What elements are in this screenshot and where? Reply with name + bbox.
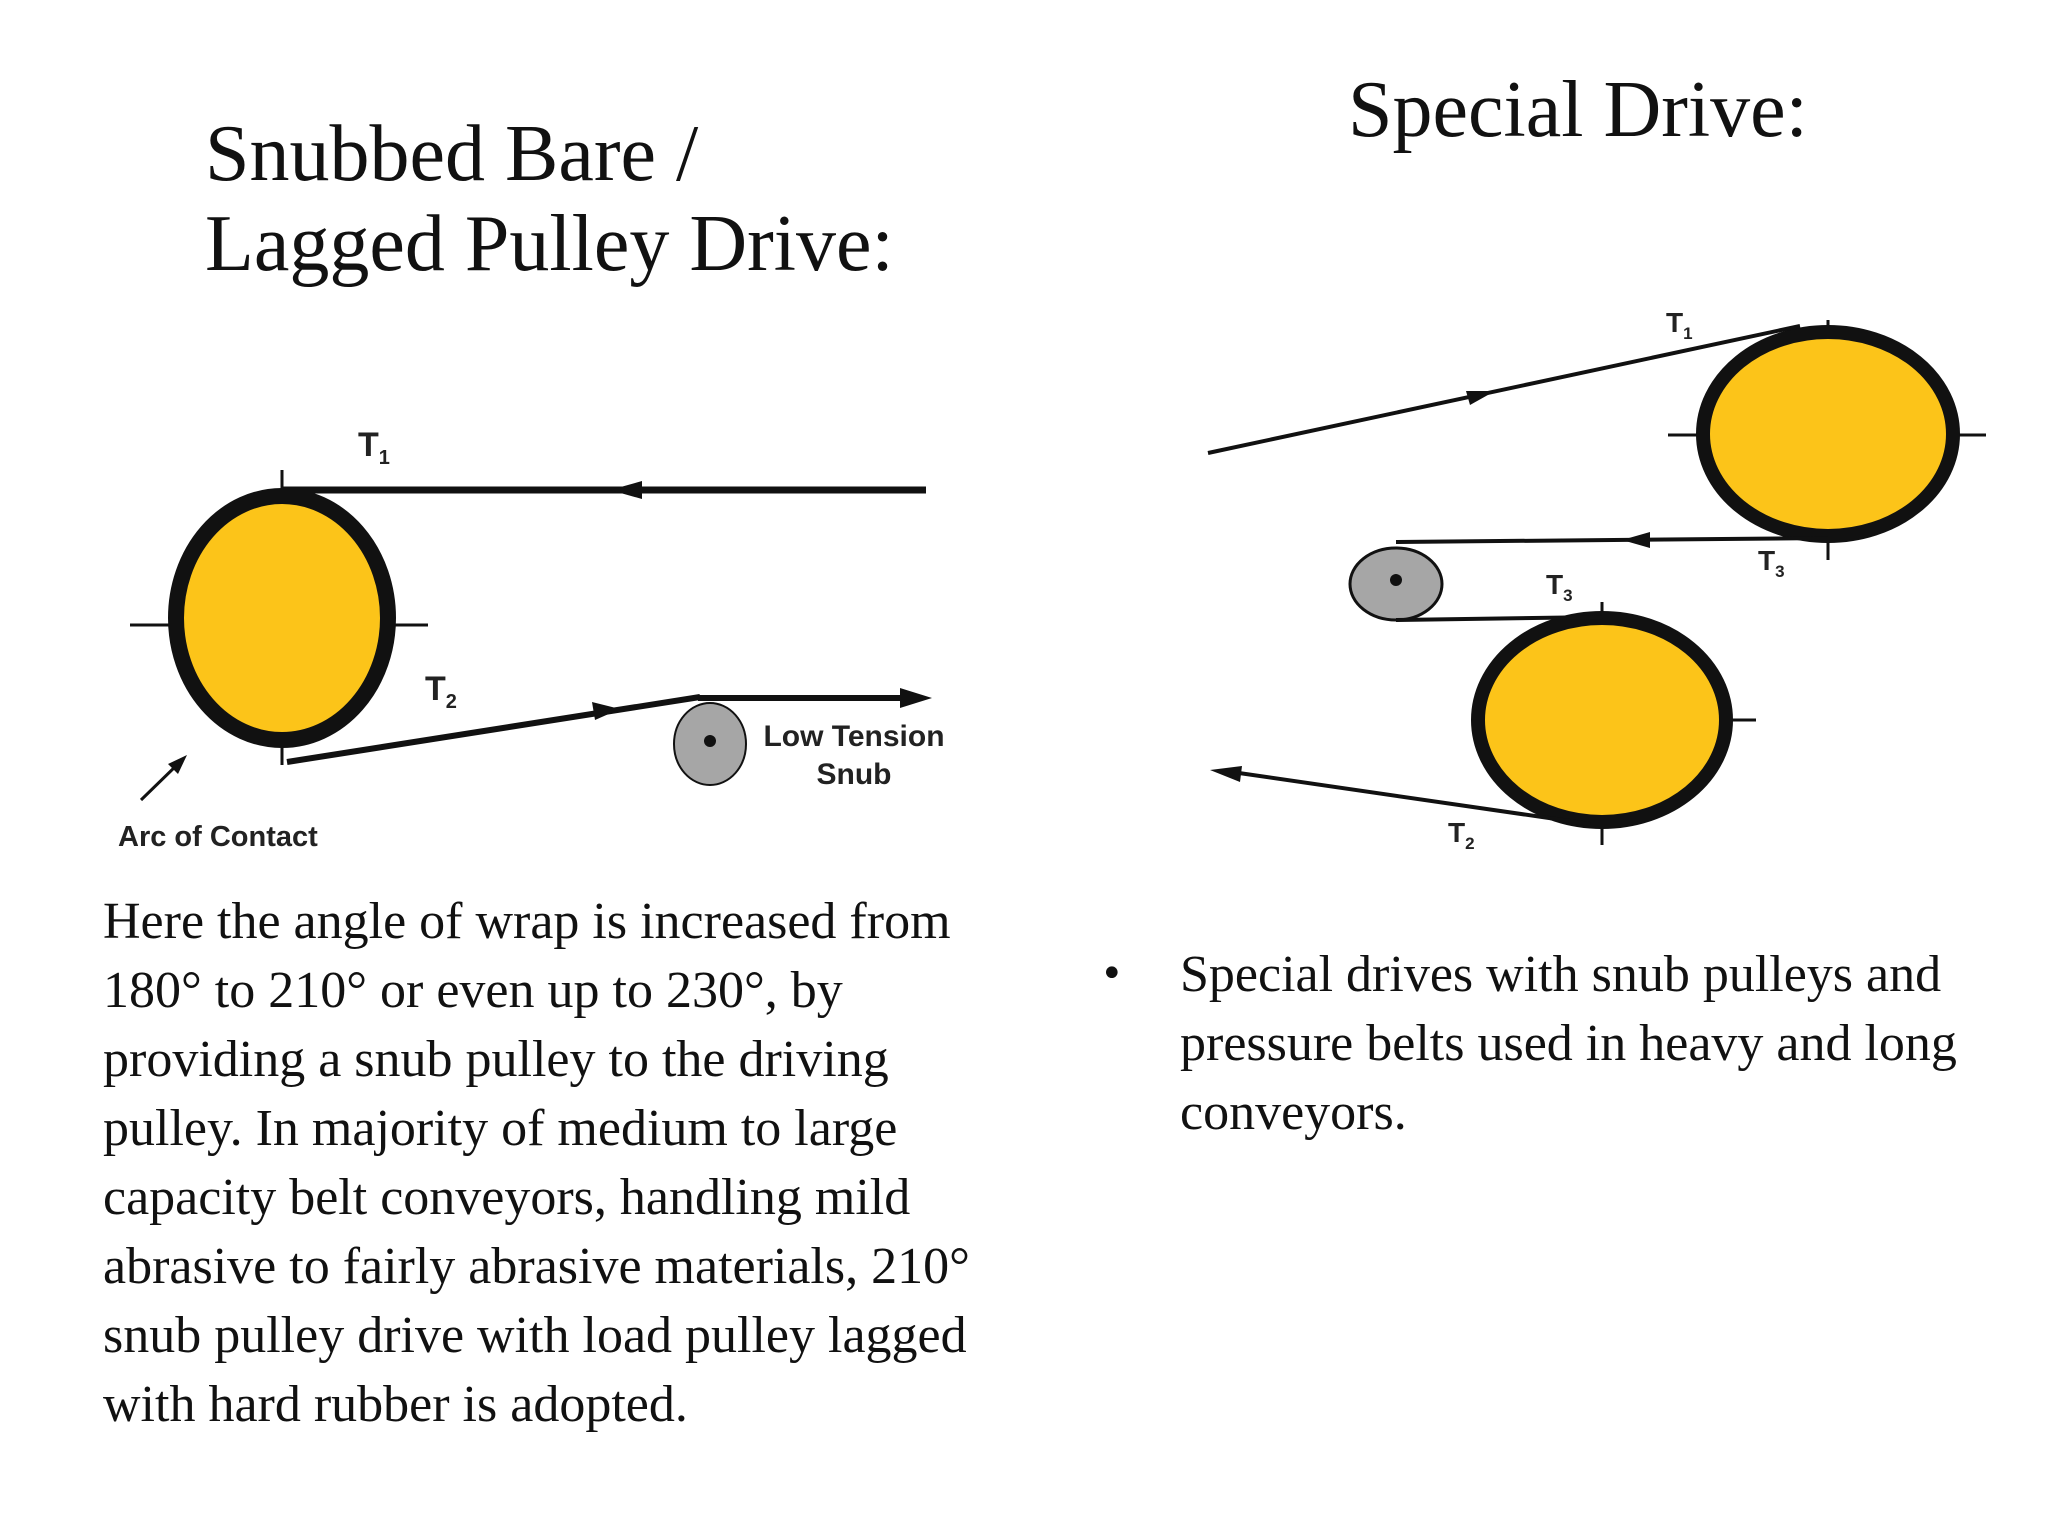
left-drive-pulley xyxy=(168,488,396,748)
left-t1-label: T1 xyxy=(358,426,390,469)
right-belt-t3-upper xyxy=(1395,536,1829,544)
right-drive-diagram: T1 T3 T3 T2 xyxy=(1207,307,1986,853)
right-t3b-label: T3 xyxy=(1546,569,1573,605)
right-description: Special drives with snub pulleys and pre… xyxy=(1180,946,1957,1141)
right-bottom-pulley xyxy=(1471,611,1733,829)
left-title-line1: Snubbed Bare / xyxy=(205,110,699,198)
right-belt-t1 xyxy=(1207,324,1801,455)
left-t2-label: T2 xyxy=(425,670,457,713)
arc-contact-pointer-head xyxy=(168,755,187,774)
left-snub-axle xyxy=(704,735,716,747)
left-title-line2: Lagged Pulley Drive: xyxy=(205,199,894,288)
snub-label-line1: Low Tension xyxy=(763,720,944,753)
left-drive-diagram: T1 T2 Low Tension Snub Arc of Contact xyxy=(118,426,945,853)
left-belt-t1-arrow xyxy=(610,481,642,499)
left-belt-t2 xyxy=(286,694,701,765)
right-belt-t1-arrow xyxy=(1466,391,1495,405)
right-t2-label: T2 xyxy=(1448,817,1475,853)
left-title: Snubbed Bare /Lagged Pulley Drive: xyxy=(205,110,894,289)
left-description: Here the angle of wrap is increased from… xyxy=(103,893,970,1433)
right-top-pulley xyxy=(1696,325,1960,543)
right-belt-t2-arrow xyxy=(1210,766,1242,782)
arc-of-contact-label: Arc of Contact xyxy=(118,821,318,853)
right-t1-label: T1 xyxy=(1666,307,1693,343)
bullet-marker: • xyxy=(1100,951,1124,997)
right-belt-t2 xyxy=(1231,770,1591,826)
left-belt-exit-arrow xyxy=(900,688,932,708)
right-title: Special Drive: xyxy=(1348,66,1808,154)
left-belt-t2-arrow xyxy=(592,702,620,720)
right-snub-axle xyxy=(1390,574,1402,586)
right-t3a-label: T3 xyxy=(1758,545,1785,581)
right-belt-t3-upper-arrow xyxy=(1622,532,1650,548)
right-belt-t3-lower xyxy=(1395,615,1603,622)
snub-label-line2: Snub xyxy=(817,758,892,791)
